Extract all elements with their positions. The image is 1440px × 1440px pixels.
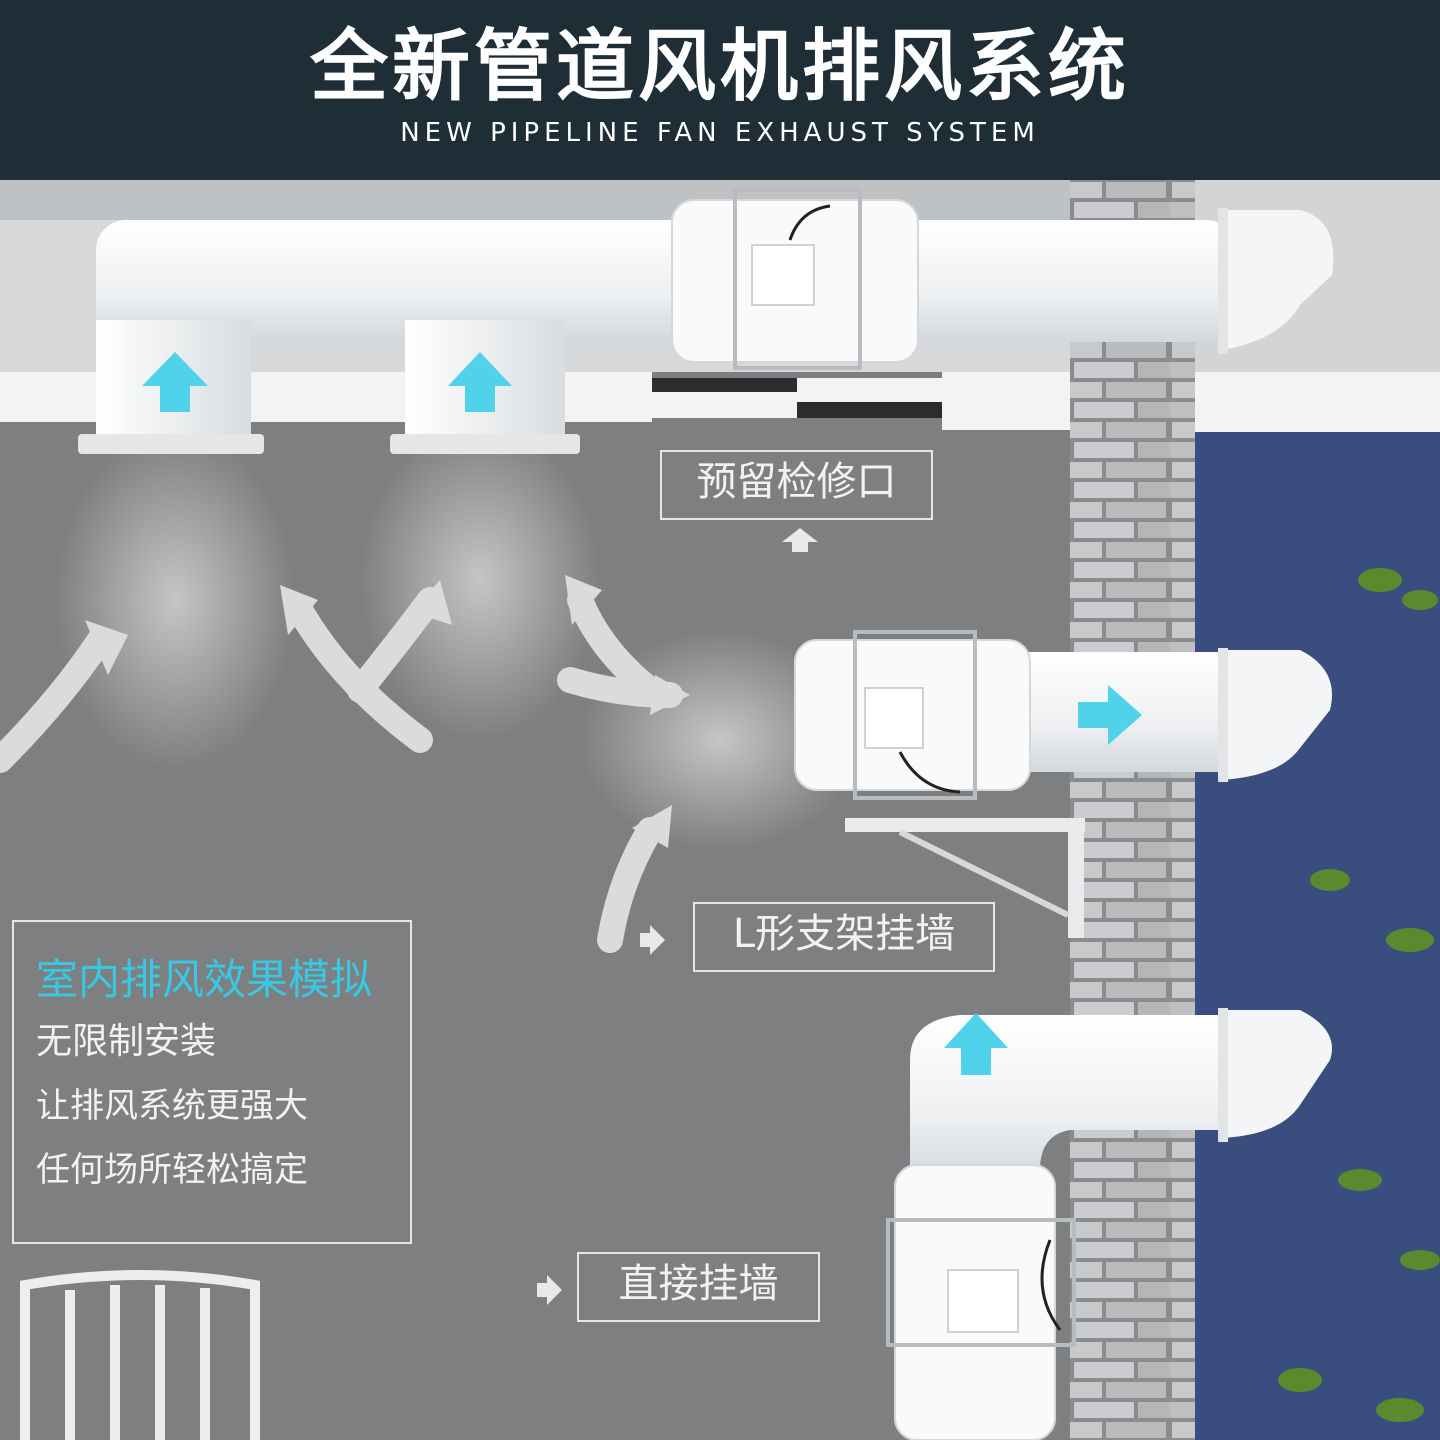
outdoor-soffit: [1195, 372, 1440, 432]
middle-duct-system: [794, 630, 1332, 800]
small-right-arrow-icon: [537, 1275, 562, 1305]
direct-wall-label: 直接挂墙: [577, 1252, 820, 1322]
header-banner: 全新管道风机排风系统 NEW PIPELINE FAN EXHAUST SYST…: [0, 0, 1440, 180]
inspection-gap: [652, 378, 797, 392]
info-line: 任何场所轻松搞定: [36, 1150, 308, 1190]
plant-leaves-icon: [1278, 568, 1440, 1422]
l-bracket-label: L形支架挂墙: [693, 902, 995, 972]
inspection-port-label: 预留检修口: [660, 450, 933, 520]
illustration-scene: 预留检修口 L形支架挂墙 直接挂墙 室内排风效果模拟 无限制安装 让排风系统更强…: [0, 180, 1440, 1440]
l-bracket: [845, 818, 1085, 938]
page-title: 全新管道风机排风系统: [309, 22, 1130, 112]
small-right-arrow-icon: [640, 925, 665, 955]
scene-drawing: [0, 180, 1440, 1440]
inline-duct-fan-icon: [671, 188, 919, 370]
airflow-right-arrow-icon: [1078, 685, 1142, 745]
indoor-airflow-arrows: [0, 587, 683, 953]
bottom-duct-system: [886, 1008, 1332, 1440]
page-subtitle: NEW PIPELINE FAN EXHAUST SYSTEM: [400, 118, 1040, 148]
info-line: 让排风系统更强大: [36, 1086, 308, 1126]
small-up-arrow-icon: [782, 528, 818, 552]
info-heading: 室内排风效果模拟: [36, 955, 373, 1004]
ceiling-board-right: [942, 372, 1070, 430]
chair-icon: [20, 1270, 260, 1440]
airflow-up-arrow-icon: [142, 352, 1008, 1075]
info-line: 无限制安装: [36, 1021, 217, 1062]
info-panel: 室内排风效果模拟 无限制安装 让排风系统更强大 任何场所轻松搞定: [12, 920, 412, 1244]
brick-wall: [1070, 180, 1195, 1440]
